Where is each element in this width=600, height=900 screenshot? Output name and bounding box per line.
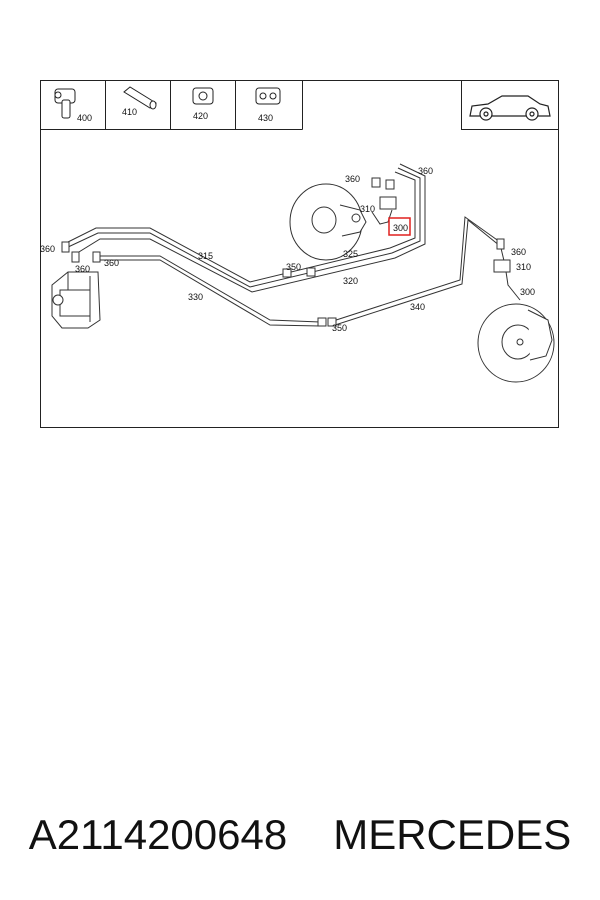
clip-icon	[192, 87, 214, 105]
legend-label-400: 400	[77, 113, 92, 123]
hose-icon	[123, 86, 157, 110]
callout-360-left-lower: 360	[75, 264, 90, 274]
brake-line-diagram: 400 410 420 430	[40, 80, 559, 428]
callout-300-right: 300	[520, 287, 535, 297]
highlight-box-300	[388, 217, 411, 236]
callout-315: 315	[198, 251, 213, 261]
fittings	[61, 177, 511, 327]
part-caption: A2114200648 MERCEDES	[0, 800, 600, 870]
callout-340: 340	[410, 302, 425, 312]
part-number: A2114200648	[28, 811, 288, 858]
car-icon	[469, 95, 551, 121]
rear-brake-disc	[477, 303, 555, 383]
callout-300-front: 300	[393, 223, 408, 233]
callout-325: 325	[343, 249, 358, 259]
callout-320: 320	[343, 276, 358, 286]
callout-360-left: 360	[40, 244, 55, 254]
front-brake-disc	[289, 183, 367, 261]
diagram-frame	[40, 80, 559, 428]
sensor-icon	[54, 88, 76, 119]
callout-330: 330	[188, 292, 203, 302]
hydraulic-unit	[51, 271, 101, 329]
callout-350-bottom: 350	[332, 323, 347, 333]
legend-label-410: 410	[122, 107, 137, 117]
legend-label-420: 420	[193, 111, 208, 121]
callout-310-front: 310	[360, 204, 375, 214]
brand-name: MERCEDES	[333, 811, 572, 858]
callout-360-top-a: 360	[345, 174, 360, 184]
callout-350-top: 350	[286, 262, 301, 272]
bracket-icon	[255, 87, 281, 105]
legend-label-430: 430	[258, 113, 273, 123]
callout-310-right: 310	[516, 262, 531, 272]
brake-lines	[65, 163, 521, 327]
callout-360-right: 360	[511, 247, 526, 257]
callout-360-mid: 360	[104, 258, 119, 268]
callout-360-top-b: 360	[418, 166, 433, 176]
